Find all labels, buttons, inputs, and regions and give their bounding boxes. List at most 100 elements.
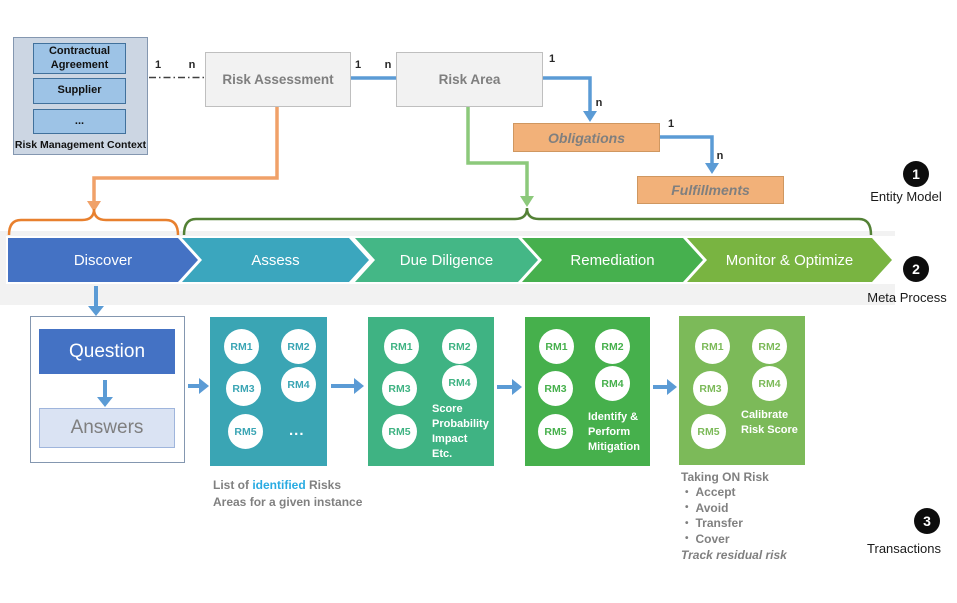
badge-number: 1 [903, 161, 929, 187]
context-item-contractual-agreement: Contractual Agreement [33, 43, 126, 74]
cardinality-many: n [384, 59, 392, 71]
rm-circle: RM1 [384, 329, 419, 364]
risk-assessment-box: Risk Assessment [205, 52, 351, 107]
cardinality-one: 1 [548, 53, 556, 65]
question-box: Question [39, 329, 175, 374]
rm-box-calibrate: RM1 RM2 RM3 RM4 RM5 Calibrate Risk Score [679, 316, 805, 465]
context-item-ellipsis: ... [33, 109, 126, 134]
context-item-label: Contractual Agreement [48, 45, 111, 71]
arrowhead-down-icon [705, 163, 719, 174]
area-obligations-link [543, 76, 592, 112]
risk-area-box: Risk Area [396, 52, 543, 107]
rm-note: Calibrate Risk Score [741, 409, 798, 436]
rm-box-identify: RM1 RM2 RM3 RM4 RM5 ... [210, 317, 327, 466]
bullet-icon: • [685, 486, 689, 498]
rm-circle: RM4 [595, 366, 630, 401]
bullet-icon: • [685, 533, 689, 545]
obligations-fulfillments-link [660, 135, 714, 164]
context-item-label: ... [74, 114, 85, 127]
rm-circle: RM2 [752, 329, 787, 364]
arrowhead-right-icon [667, 379, 677, 395]
context-item-supplier: Supplier [33, 78, 126, 104]
cardinality-one: 1 [667, 118, 675, 130]
rm-circle: RM2 [442, 329, 477, 364]
arrowhead-down-icon [87, 201, 101, 212]
rm-circle: RM5 [228, 414, 263, 449]
stage-monitor-optimize: Monitor & Optimize [687, 238, 892, 282]
obligations-label: Obligations [548, 129, 625, 146]
badge-number: 3 [914, 508, 940, 534]
stage-remediation: Remediation [522, 238, 703, 282]
rm-box-mitigation: RM1 RM2 RM3 RM4 RM5 Identify & Perform M… [525, 317, 650, 466]
cardinality-one: 1 [354, 59, 362, 71]
rm-circle: RM1 [695, 329, 730, 364]
taking-on-risk-list: Taking ON Risk •Accept •Avoid •Transfer … [681, 470, 821, 564]
stage-label: Assess [251, 251, 300, 269]
rm-circle: RM3 [693, 371, 728, 406]
rm-circle: RM1 [224, 329, 259, 364]
rm-circle: RM3 [538, 371, 573, 406]
taking-title: Taking ON Risk [681, 470, 769, 484]
caption-line1: List of identified Risks [213, 478, 342, 492]
badge-meta-process-label: Meta Process [867, 290, 947, 305]
bullet-item: •Cover [685, 531, 730, 546]
question-label: Question [68, 340, 146, 362]
rm-circle: RM5 [691, 414, 726, 449]
bullet-item: •Accept [685, 485, 736, 500]
arrowhead-down-icon [88, 306, 104, 316]
rm-ellipsis: ... [289, 422, 305, 439]
cardinality-one: 1 [154, 59, 162, 71]
arrowhead-down-icon [583, 111, 597, 122]
rm-note: Score Probability Impact Etc. [432, 403, 489, 460]
badge-transactions-label: Transactions [867, 541, 941, 556]
arrowhead-right-icon [199, 378, 209, 394]
badge-entity-model: 1 [903, 161, 929, 187]
rm-circle: RM4 [752, 366, 787, 401]
rm-circle: RM4 [281, 367, 316, 402]
risk-management-context-box: Contractual Agreement Supplier ... Risk … [13, 37, 148, 155]
badge-meta-process: 2 [903, 256, 929, 282]
identified-highlight: identified [252, 478, 306, 492]
obligations-box: Obligations [513, 123, 660, 152]
answers-box: Answers [39, 408, 175, 448]
rm-circle: RM3 [382, 371, 417, 406]
identified-risks-caption: List of identified Risks Areas for a giv… [213, 477, 393, 511]
bullet-icon: • [685, 517, 689, 529]
badge-number: 2 [903, 256, 929, 282]
stage-label: Discover [73, 251, 133, 269]
stage-due-diligence: Due Diligence [355, 238, 538, 282]
arrowhead-right-icon [354, 378, 364, 394]
fulfillments-box: Fulfillments [637, 176, 784, 204]
question-answers-container: Question Answers [30, 316, 185, 463]
context-title: Risk Management Context [14, 139, 147, 151]
cardinality-many: n [188, 59, 196, 71]
rm-circle: RM1 [539, 329, 574, 364]
cardinality-many: n [716, 150, 724, 162]
taking-footer: Track residual risk [681, 548, 787, 563]
rm-circle: RM5 [538, 414, 573, 449]
badge-transactions: 3 [914, 508, 940, 534]
bullet-item: •Avoid [685, 500, 729, 515]
rm-box-score: RM1 RM2 RM3 RM4 RM5 Score Probability Im… [368, 317, 494, 466]
rm-circle: RM4 [442, 365, 477, 400]
rm-circle: RM2 [595, 329, 630, 364]
rm-note: Identify & Perform Mitigation [588, 411, 640, 453]
bullet-item: •Transfer [685, 516, 743, 531]
risk-assessment-label: Risk Assessment [222, 72, 334, 87]
cardinality-many: n [595, 97, 603, 109]
stage-label: Remediation [570, 251, 655, 269]
rm-circle: RM3 [226, 371, 261, 406]
badge-entity-model-label: Entity Model [870, 189, 942, 204]
arrowhead-down-icon [520, 196, 534, 207]
stage-discover: Discover [8, 238, 198, 282]
stage-assess: Assess [182, 238, 369, 282]
caption-line2: Areas for a given instance [213, 494, 363, 509]
rm-circle: RM2 [281, 329, 316, 364]
stage-label: Monitor & Optimize [725, 251, 854, 269]
area-process-link [466, 107, 529, 197]
arrowhead-right-icon [512, 379, 522, 395]
bullet-icon: • [685, 502, 689, 514]
rm-circle: RM5 [382, 414, 417, 449]
stage-label: Due Diligence [399, 251, 494, 269]
